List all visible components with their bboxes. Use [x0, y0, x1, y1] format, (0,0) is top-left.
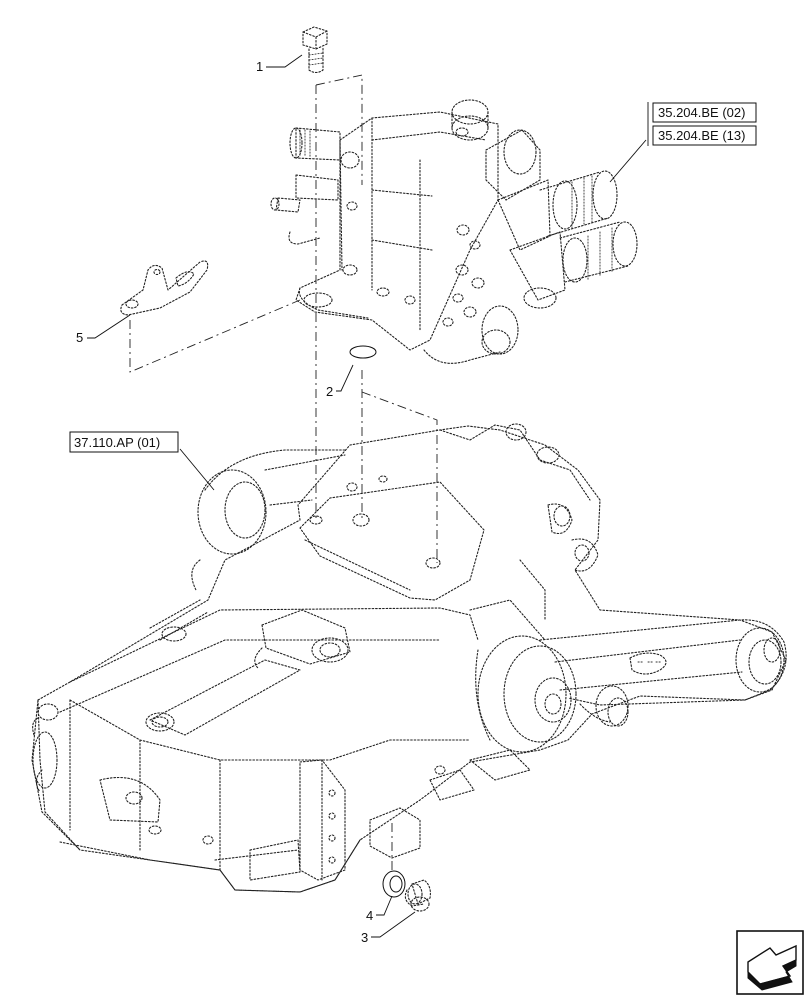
- reference-box-housing[interactable]: 37.110.AP (01): [69, 431, 179, 453]
- rear-axle-housing: [31, 423, 787, 893]
- callout-leaders: [87, 54, 647, 938]
- part-1-bolt[interactable]: [302, 26, 328, 74]
- part-2-o-ring[interactable]: [349, 345, 377, 359]
- callout-3[interactable]: 3: [361, 930, 368, 945]
- part-5-bracket[interactable]: [120, 260, 209, 316]
- callout-2[interactable]: 2: [326, 384, 333, 399]
- control-valve-assembly: [270, 99, 638, 364]
- navigation-arrow-icon[interactable]: [736, 930, 804, 995]
- callout-labels: 1 2 3 4 5: [76, 59, 373, 945]
- ref-label-valve-2[interactable]: 35.204.BE (13): [658, 128, 745, 143]
- ref-label-valve-1[interactable]: 35.204.BE (02): [658, 105, 745, 120]
- callout-4[interactable]: 4: [366, 908, 373, 923]
- callout-5[interactable]: 5: [76, 330, 83, 345]
- reference-box-valve[interactable]: 35.204.BE (02) 35.204.BE (13): [647, 102, 757, 146]
- assembly-lines: [129, 74, 438, 870]
- callout-1[interactable]: 1: [256, 59, 263, 74]
- ref-label-housing[interactable]: 37.110.AP (01): [74, 435, 160, 450]
- part-3-plug[interactable]: [404, 879, 431, 912]
- part-4-washer[interactable]: [382, 870, 406, 898]
